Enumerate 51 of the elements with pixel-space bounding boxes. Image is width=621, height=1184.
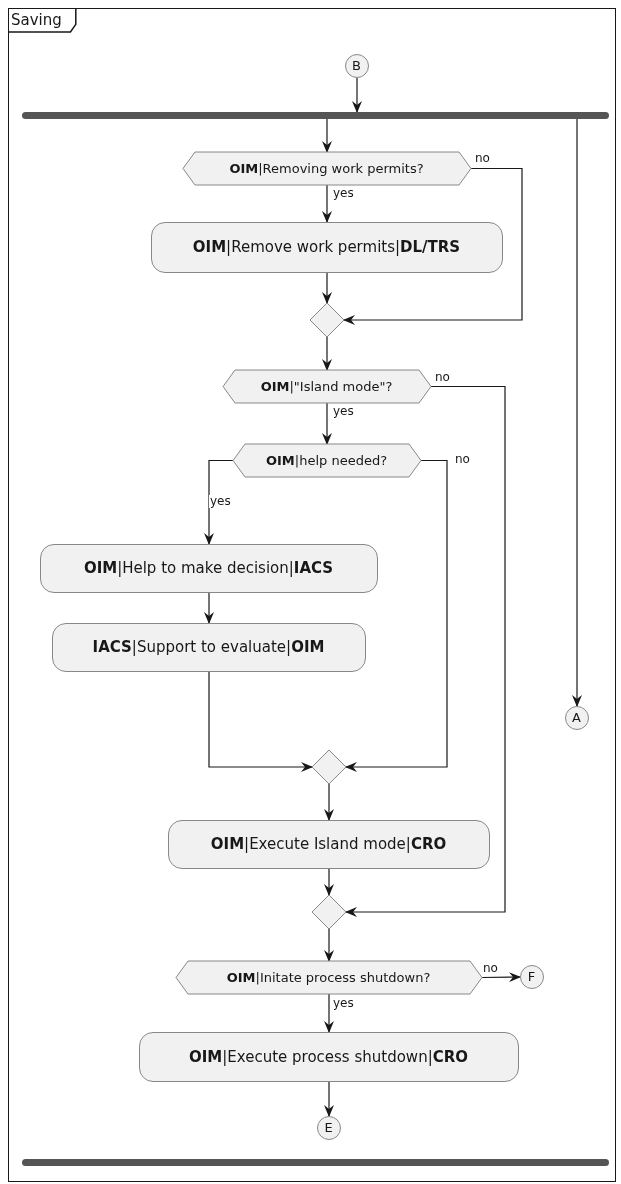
arrow <box>324 928 334 962</box>
decision-text: OIM|Initate process shutdown? <box>226 969 431 985</box>
connector-circle: F <box>519 964 544 989</box>
arrow <box>345 385 506 917</box>
decision-text: OIM|"Island mode"? <box>260 378 393 394</box>
merge-diamond <box>309 302 344 337</box>
arrow <box>322 118 332 153</box>
connector-circle: B <box>344 53 369 78</box>
activity-box: OIM|Execute process shutdown|CRO <box>138 1031 519 1082</box>
edge-label: yes <box>332 187 355 200</box>
connector-circle: A <box>564 705 589 730</box>
arrow <box>322 184 332 223</box>
frame-box <box>8 8 616 1182</box>
merge-diamond <box>311 894 346 929</box>
decision-hexagon <box>232 443 421 477</box>
arrow <box>322 336 332 371</box>
arrow <box>572 118 582 707</box>
edge-label: yes <box>209 495 232 508</box>
arrow <box>343 167 523 325</box>
arrow <box>324 993 334 1033</box>
edge-label: no <box>474 152 491 165</box>
edge-label: no <box>454 453 471 466</box>
arrow <box>322 402 332 445</box>
fork-bar <box>21 1158 609 1166</box>
arrow <box>345 459 448 772</box>
arrow <box>204 459 234 545</box>
arrow <box>204 592 214 624</box>
decision-text: OIM|Removing work permits? <box>229 160 424 176</box>
arrow <box>322 272 332 304</box>
decision-text: OIM|help needed? <box>265 452 388 468</box>
arrow <box>481 972 521 983</box>
arrow <box>208 671 313 772</box>
connector-circle: E <box>316 1115 341 1140</box>
decision-hexagon <box>175 960 482 994</box>
decision-hexagon <box>182 151 471 185</box>
activity-box: IACS|Support to evaluate|OIM <box>51 622 366 672</box>
fork-bar <box>21 111 609 119</box>
frame-title-tab: Saving <box>9 9 76 32</box>
merge-diamond <box>311 749 346 784</box>
arrow <box>324 868 334 896</box>
edge-label: no <box>434 371 451 384</box>
activity-box: OIM|Help to make decision|IACS <box>39 543 378 593</box>
arrow <box>324 1081 334 1117</box>
edge-label: no <box>482 962 499 975</box>
arrow <box>324 783 334 821</box>
activity-box: OIM|Execute Island mode|CRO <box>167 819 490 869</box>
arrow <box>352 77 362 113</box>
activity-box: OIM|Remove work permits|DL/TRS <box>150 221 503 273</box>
decision-hexagon <box>222 369 431 403</box>
edge-label: yes <box>332 405 355 418</box>
edge-label: yes <box>332 997 355 1010</box>
